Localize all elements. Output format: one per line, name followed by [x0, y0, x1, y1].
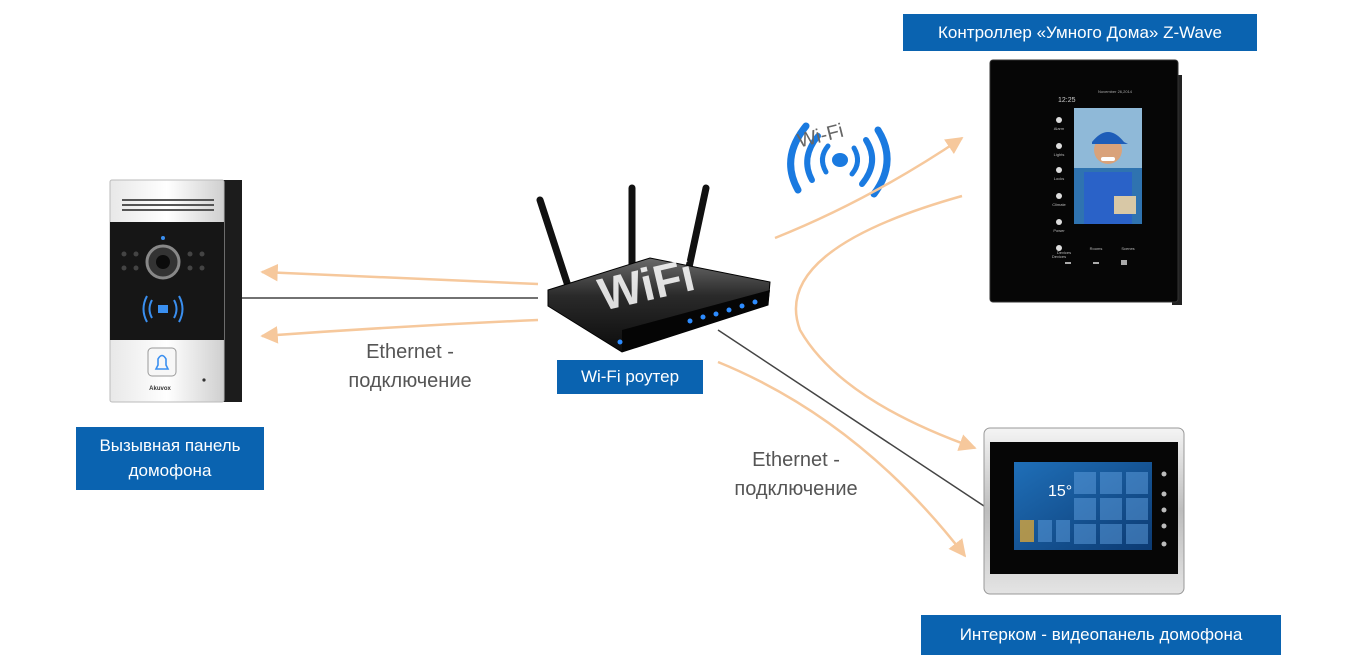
door-call-panel: Akuvox: [109, 179, 242, 403]
arrow-router-to-panel-top: [260, 263, 539, 286]
panel-brand: Akuvox: [149, 386, 171, 392]
ethernet-right-label: Ethernet - подключение: [734, 449, 858, 500]
arrow-router-to-intercom: [717, 360, 967, 558]
rfid-icon: [142, 295, 184, 323]
intercom-temp: 15°: [1048, 483, 1072, 500]
bell-icon: [154, 354, 170, 370]
svg-text:Power: Power: [1053, 228, 1065, 233]
svg-text:Scenes: Scenes: [1121, 246, 1134, 251]
svg-text:Alarm: Alarm: [1054, 126, 1065, 131]
speaker-grille: [122, 199, 214, 211]
controller-bottom-nav: Devices Rooms Scenes: [1057, 246, 1135, 255]
smart-home-controller: 12:25 November 26,2014 Alarm Lights Lock…: [989, 59, 1182, 305]
wifi-router: WiFi: [536, 184, 771, 353]
arrow-controller-to-intercom: [794, 194, 977, 451]
arrow-router-to-panel-bottom: [260, 318, 539, 344]
visitor-image: [1084, 132, 1136, 224]
controller-label: Контроллер «Умного Дома» Z-Wave: [903, 14, 1257, 51]
wifi-signal-icon: Wi-Fi: [787, 120, 891, 198]
intercom-label: Интерком - видеопанель домофона: [921, 615, 1281, 655]
svg-text:Devices: Devices: [1057, 250, 1071, 255]
controller-menu: Alarm Lights Locks Climate Power Devices: [1052, 126, 1067, 259]
intercom-app-grid: [1020, 472, 1148, 544]
svg-text:Locks: Locks: [1054, 176, 1064, 181]
call-panel-label: Вызывная панель домофона: [76, 427, 264, 490]
svg-text:Rooms: Rooms: [1090, 246, 1103, 251]
controller-date: November 26,2014: [1098, 89, 1133, 94]
ethernet-left-label: Ethernet - подключение: [348, 341, 472, 392]
router-status-leds: [617, 299, 758, 345]
svg-text:Lights: Lights: [1054, 152, 1065, 157]
call-button: [147, 347, 177, 377]
ethernet-cable-right: [717, 329, 988, 509]
intercom-video-panel: 15°: [983, 427, 1185, 595]
controller-time: 12:25: [1058, 97, 1076, 104]
svg-text:Devices: Devices: [1052, 254, 1066, 259]
svg-text:Climate: Climate: [1052, 202, 1066, 207]
arrow-router-to-controller: [774, 136, 964, 240]
router-label: Wi-Fi роутер: [557, 360, 703, 394]
